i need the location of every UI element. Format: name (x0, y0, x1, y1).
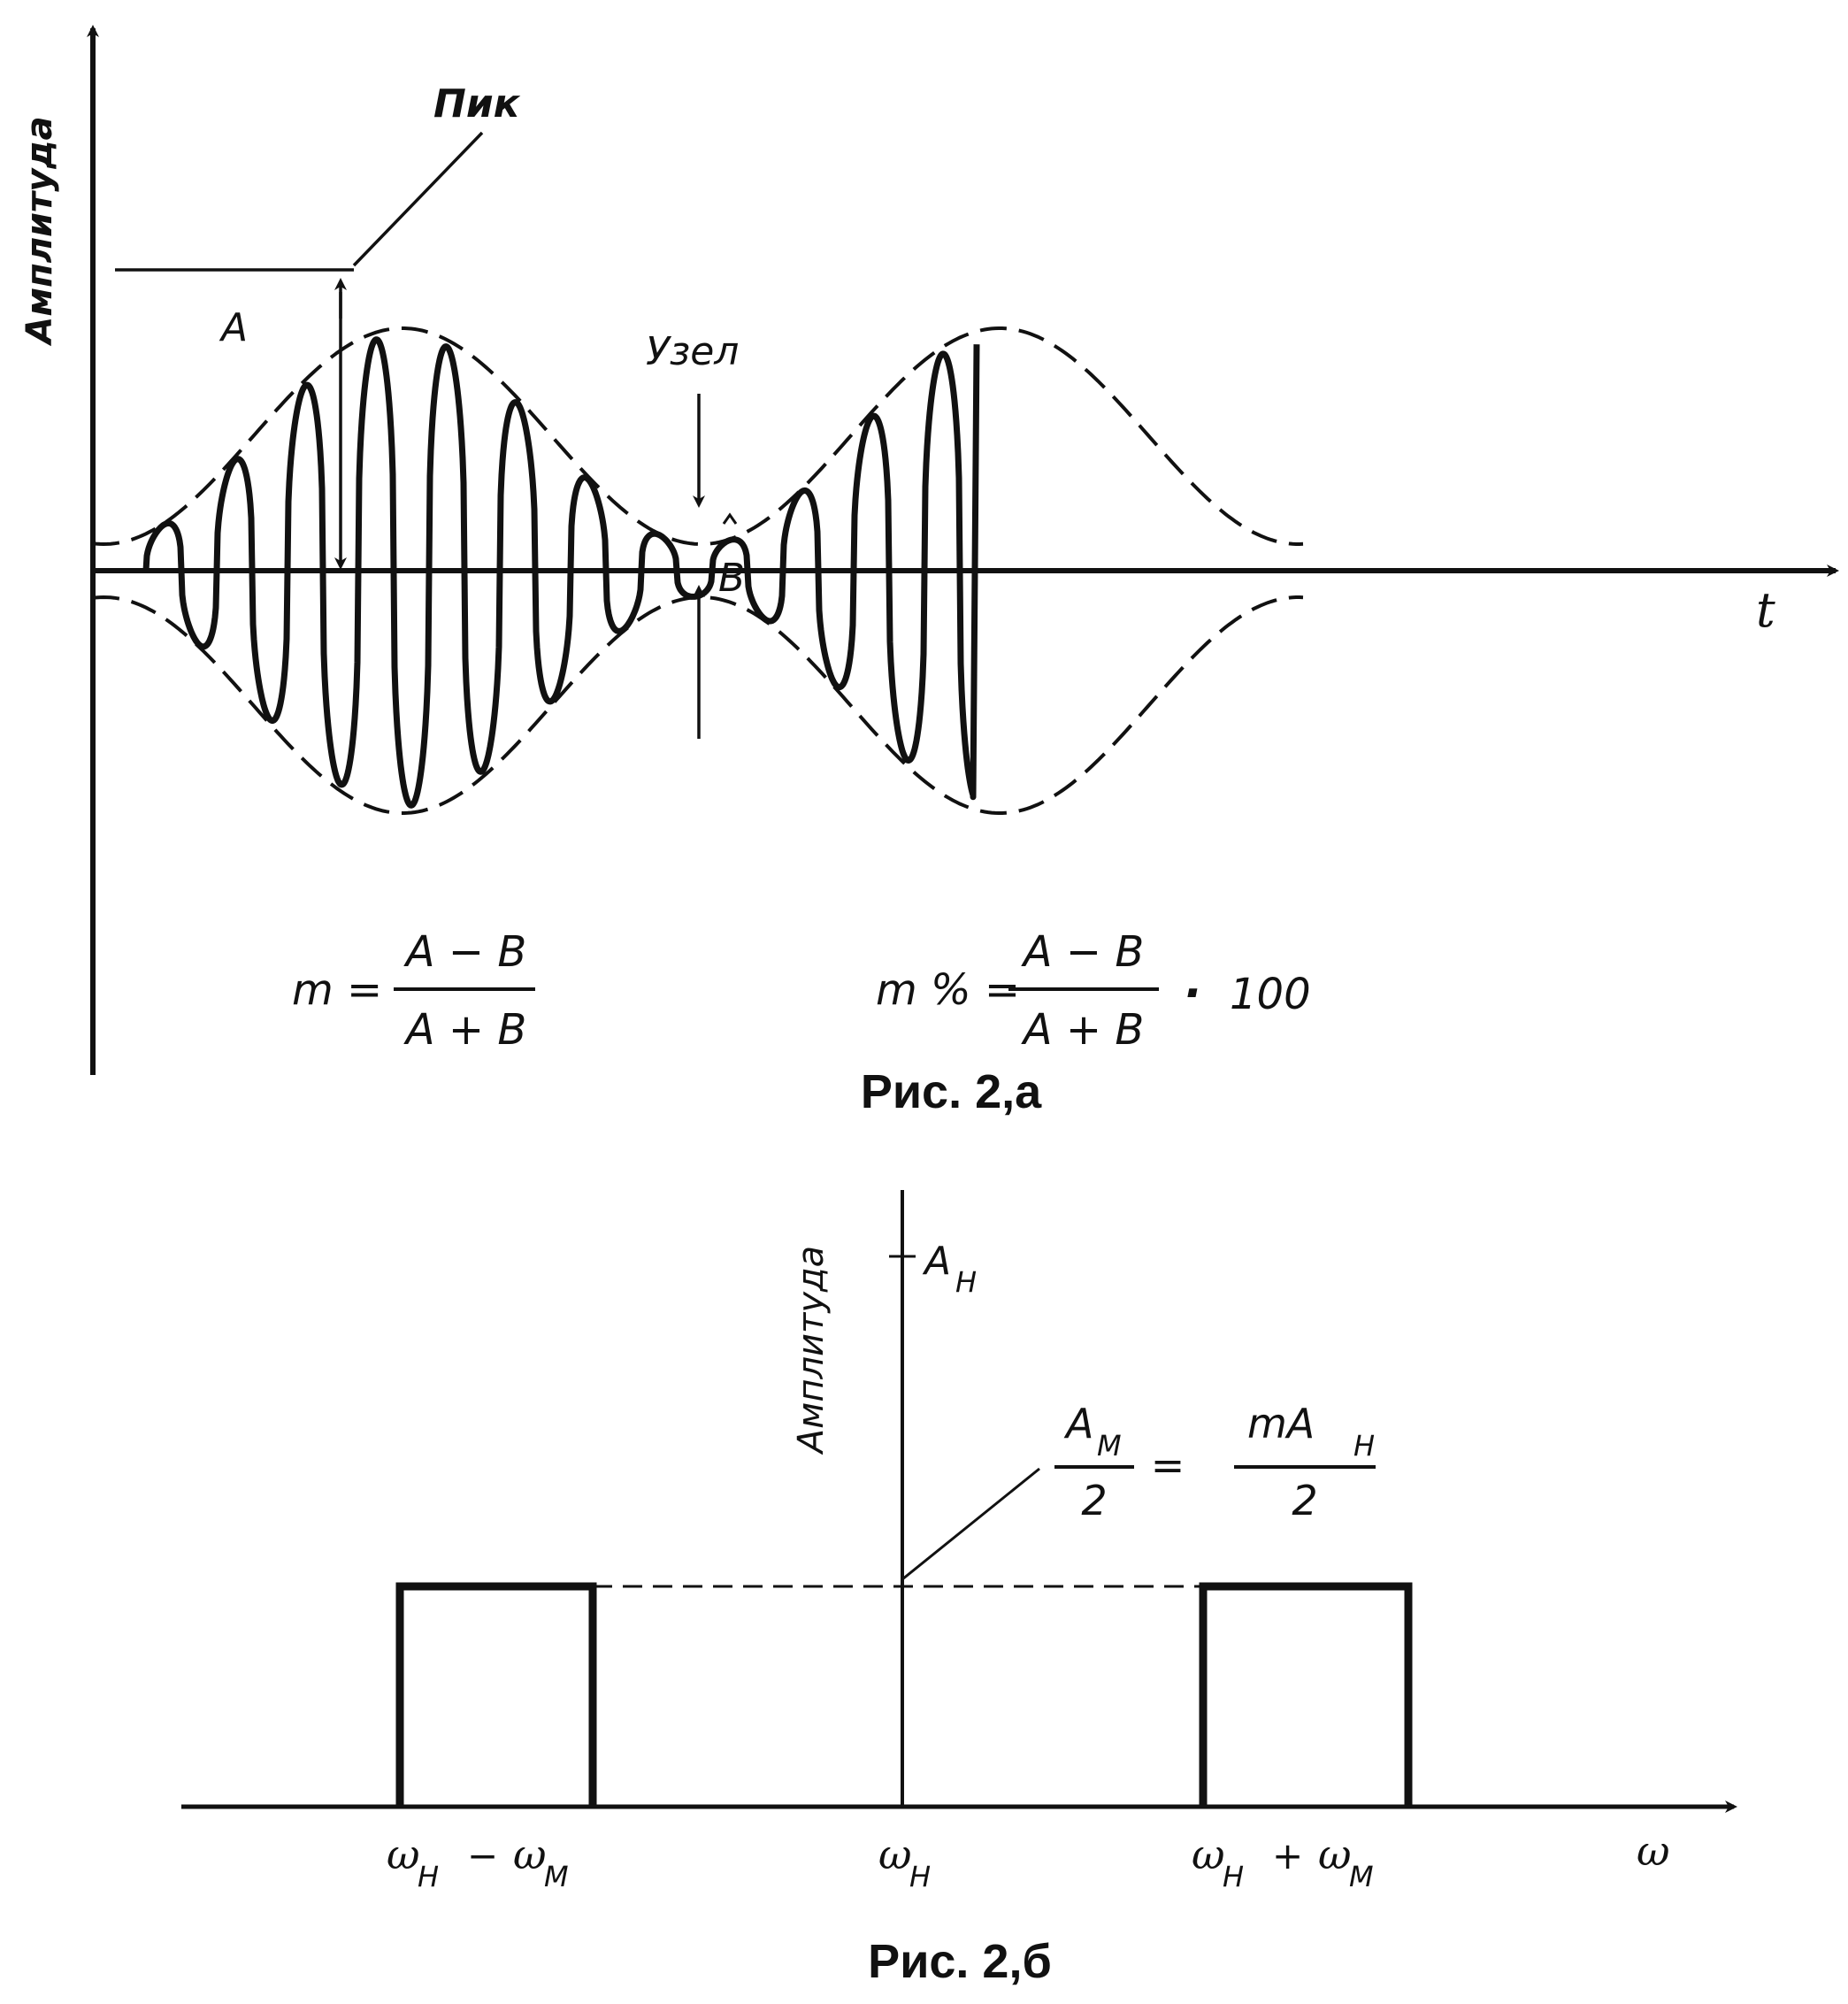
tick-lower-sub1: H (418, 1860, 439, 1893)
upper-sideband-block (1199, 1582, 1413, 1807)
figure-b: Амплитуда A H A M 2 = mA H 2 ω H − ω M ω (181, 1190, 1737, 1988)
tick-upper-w2: ω (1318, 1831, 1352, 1878)
fig-a-x-axis-label: t (1756, 582, 1775, 638)
ratio-leader-line (901, 1467, 1040, 1581)
lower-sideband-block (395, 1582, 597, 1807)
tick-label-upper: ω H + ω M (1192, 1831, 1374, 1893)
peak-label: Пик (433, 81, 521, 127)
tick-lower-w1: ω (387, 1831, 420, 1878)
carrier-label-sub: H (955, 1265, 977, 1299)
carrier-label-base: A (922, 1239, 951, 1284)
tick-carrier-sub: H (909, 1860, 931, 1893)
fig-b-y-axis-label: Амплитуда (791, 1246, 832, 1455)
node-label: Узел (646, 329, 739, 374)
tick-carrier-w: ω (878, 1831, 912, 1878)
formula-mp-multiply: · (1184, 967, 1201, 1020)
amplitude-a-label: A (219, 305, 248, 350)
formula-m-percent: m % = A − B A + B · 100 (876, 927, 1311, 1055)
formula-m-denominator: A + B (403, 1005, 527, 1055)
formula-mp-lhs: m % = (876, 965, 1020, 1015)
tick-label-lower: ω H − ω M (387, 1831, 569, 1893)
tick-lower-w2: ω (513, 1831, 547, 1878)
ratio-right-den: 2 (1292, 1477, 1317, 1524)
envelope-lower (92, 595, 1304, 815)
formula-m-numerator: A − B (403, 927, 527, 977)
formula-m-lhs: m = (292, 965, 382, 1015)
figure-a: Амплитуда Пик A Узел B t m = A − B A + B… (19, 25, 1839, 1118)
ratio-left-num-base: A (1063, 1400, 1093, 1447)
ratio-left-den: 2 (1081, 1477, 1107, 1524)
tick-lower-op: − (467, 1834, 498, 1877)
fig-b-x-axis-label: ω (1637, 1827, 1670, 1875)
tick-label-carrier: ω H (878, 1831, 931, 1893)
ratio-equals: = (1151, 1441, 1185, 1489)
amplitude-b-label: B (718, 556, 745, 601)
peak-leader-line (352, 131, 484, 267)
tick-upper-op: + (1272, 1834, 1303, 1877)
caption-fig-b: Рис. 2,б (868, 1935, 1052, 1988)
tick-lower-sub2: M (544, 1860, 569, 1893)
tick-upper-sub2: M (1349, 1860, 1374, 1893)
carrier-amplitude-label: A H (922, 1239, 977, 1299)
formula-mp-numerator: A − B (1021, 927, 1145, 977)
caption-fig-a: Рис. 2,а (861, 1065, 1042, 1118)
fig-a-y-axis-label: Амплитуда (19, 116, 60, 346)
sideband-ratio-formula: A M 2 = mA H 2 (1054, 1400, 1376, 1524)
formula-m: m = A − B A + B (292, 927, 535, 1055)
ratio-right-num-sub: H (1353, 1429, 1375, 1463)
tick-upper-w1: ω (1192, 1831, 1225, 1878)
formula-mp-denominator: A + B (1021, 1005, 1145, 1055)
ratio-left-num-sub: M (1097, 1429, 1122, 1463)
modulated-carrier-wave (142, 336, 980, 809)
tick-upper-sub1: H (1223, 1860, 1244, 1893)
b-tick-mark (722, 512, 738, 525)
envelope-upper (92, 326, 1304, 547)
ratio-right-num-pre: mA (1247, 1400, 1315, 1447)
formula-mp-factor: 100 (1230, 970, 1311, 1019)
